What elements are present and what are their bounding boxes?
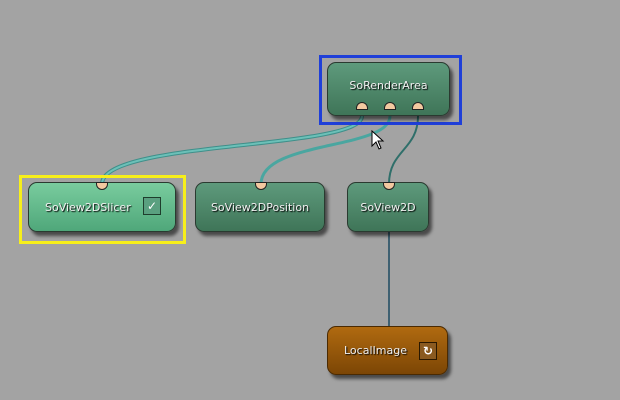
node-label: LocalImage	[344, 344, 407, 357]
node-label: SoView2D	[360, 200, 416, 214]
node-so-view2d[interactable]: SoView2D	[347, 182, 429, 232]
refresh-icon: ↻	[422, 344, 434, 358]
connection-slicer[interactable]	[100, 115, 364, 185]
input-port[interactable]	[255, 182, 267, 190]
output-port[interactable]	[384, 102, 396, 110]
enable-checkbox[interactable]: ✓	[143, 197, 161, 215]
selection-yellow	[19, 175, 186, 244]
output-port[interactable]	[356, 102, 368, 110]
refresh-button[interactable]: ↻	[419, 342, 437, 360]
connection-view2d[interactable]	[388, 115, 419, 185]
connection-position[interactable]	[259, 115, 392, 185]
node-label: SoView2DPosition	[210, 200, 310, 214]
node-label: SoRenderArea	[349, 78, 428, 92]
input-port[interactable]	[383, 182, 395, 190]
output-port[interactable]	[412, 102, 424, 110]
node-label: SoView2DSlicer	[45, 200, 131, 214]
node-so-view2d-position[interactable]: SoView2DPosition	[195, 182, 325, 232]
selection-blue	[319, 55, 462, 125]
input-port[interactable]	[96, 182, 108, 190]
